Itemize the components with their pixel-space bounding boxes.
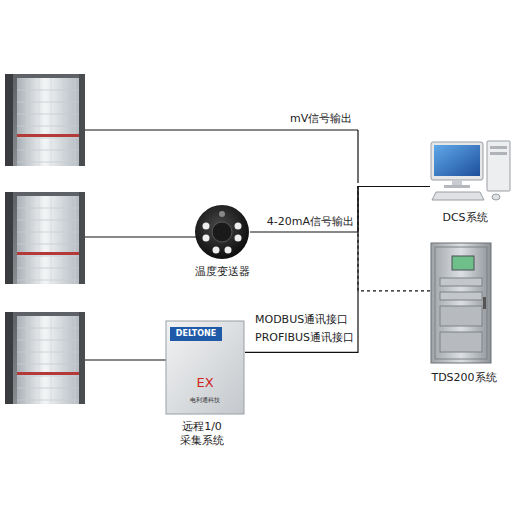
signal-connector bbox=[250, 187, 430, 233]
tank-photo bbox=[5, 74, 85, 166]
dotted-connector bbox=[358, 187, 430, 291]
signal-label: MODBUS通讯接口 bbox=[255, 313, 348, 327]
tank-photo bbox=[5, 312, 85, 404]
transmitter-icon bbox=[194, 204, 250, 260]
node-text: 远程1/0 采集系统 bbox=[176, 420, 228, 449]
node-text: 电利通科技 bbox=[170, 396, 240, 404]
temperature-transmitter: 温度变送器 bbox=[188, 203, 256, 283]
computer-icon bbox=[430, 140, 512, 202]
cabinet-icon bbox=[430, 242, 492, 364]
node-text: EX bbox=[170, 375, 240, 392]
transmitter-icon bbox=[194, 204, 250, 260]
signal-wire bbox=[85, 236, 196, 237]
signal-wire bbox=[85, 359, 166, 360]
signal-label: mV信号输出 bbox=[290, 112, 352, 126]
bus-wire bbox=[357, 130, 358, 183]
tank-photo bbox=[5, 192, 85, 284]
computer-icon bbox=[430, 140, 512, 202]
signal-wire bbox=[85, 129, 358, 130]
tds200-system: TDS200系统 bbox=[418, 240, 512, 390]
cabinet-icon bbox=[430, 242, 492, 364]
node-text: DCS系统 bbox=[415, 211, 515, 225]
edge-label: 4-20mA信号输出 bbox=[267, 215, 354, 229]
dcs-system: DCS系统 bbox=[415, 136, 515, 228]
node-text: 温度变送器 bbox=[182, 265, 262, 279]
signal-connector bbox=[245, 187, 430, 353]
signal-label: PROFIBUS通讯接口 bbox=[255, 331, 354, 345]
remote-io-system: DELTONE EX 电利通科技远程1/0 采集系统 bbox=[150, 318, 260, 452]
node-text: DELTONE bbox=[170, 329, 222, 339]
node-text: TDS200系统 bbox=[414, 371, 514, 385]
